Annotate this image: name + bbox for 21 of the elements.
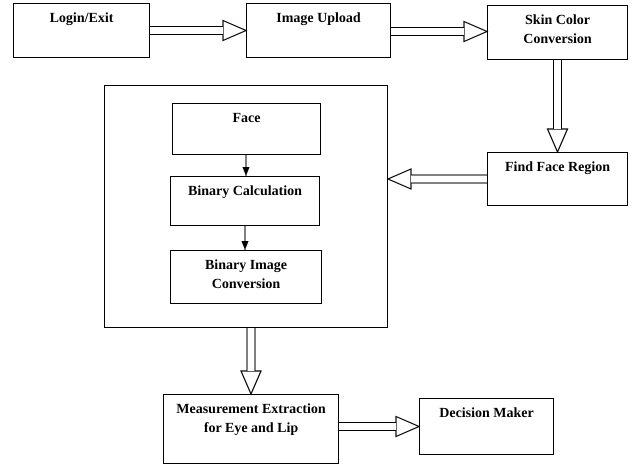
box-label: Find Face Region [504,159,611,177]
process-box [487,152,628,206]
box-label: Login/Exit [48,10,114,28]
box-label: Skin Color Conversion [522,12,593,49]
process-box [163,394,339,464]
box-label: Binary Image Conversion [204,257,288,294]
arrow [242,154,250,176]
process-box [172,103,321,155]
box-label: Face [232,110,262,128]
process-box [487,5,628,60]
box-label: Binary Calculation [187,183,303,201]
process-box [170,176,320,226]
box-label: Image Upload [275,10,362,28]
arrow [241,226,249,250]
box-label: Measurement Extraction for Eye and Lip [175,401,327,438]
process-box [419,398,554,455]
process-box [170,250,322,304]
container-box [104,85,388,328]
process-box [13,3,150,58]
process-box [246,3,391,58]
box-label: Decision Maker [438,405,535,423]
